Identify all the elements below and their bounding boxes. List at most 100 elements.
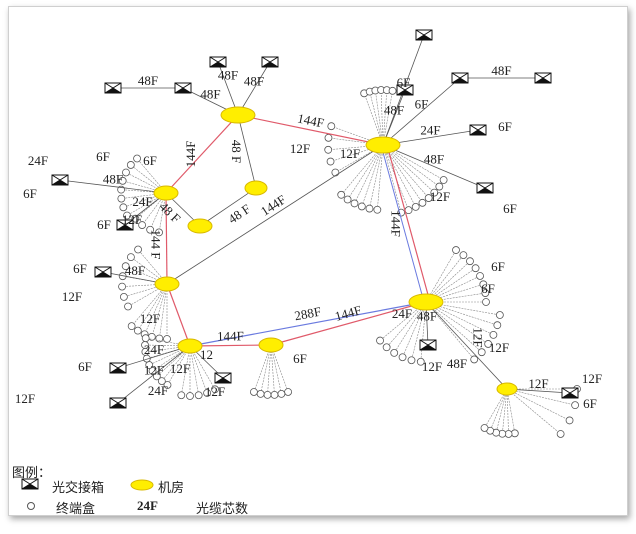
trunk-cable[interactable] xyxy=(380,144,425,303)
cross-box-icon[interactable] xyxy=(419,339,437,351)
cable-count-label: 48F xyxy=(244,73,264,88)
room-node[interactable] xyxy=(154,276,180,292)
room-node[interactable] xyxy=(187,218,213,234)
cross-box-icon[interactable] xyxy=(261,56,279,68)
terminal-box-icon xyxy=(470,355,479,364)
terminal-box-icon xyxy=(459,251,468,259)
terminal-count-label: 6F xyxy=(73,261,87,276)
cable-count-label: 24F xyxy=(144,342,164,357)
drop-cable xyxy=(489,388,508,431)
terminal-box-icon xyxy=(479,280,488,289)
terminal-box-icon xyxy=(424,194,433,202)
trunk-cable[interactable] xyxy=(425,301,508,390)
terminal-box-icon xyxy=(343,195,352,204)
terminal-box-icon xyxy=(390,348,399,357)
terminal-box-icon xyxy=(481,289,490,297)
drop-cable xyxy=(260,344,272,394)
terminal-box-icon xyxy=(435,182,444,191)
room-node[interactable] xyxy=(496,382,518,396)
terminal-box-icon xyxy=(127,322,136,331)
terminal-box-icon xyxy=(484,340,493,348)
branch-cable xyxy=(117,345,191,404)
cross-box-icon[interactable] xyxy=(476,182,494,194)
cross-box-icon[interactable] xyxy=(209,56,227,68)
cross-box-icon[interactable] xyxy=(116,219,134,231)
link-count-label: 144 F xyxy=(149,230,164,260)
room-node[interactable] xyxy=(220,106,256,124)
terminal-box-icon xyxy=(466,257,474,266)
cross-box-icon[interactable] xyxy=(51,174,69,186)
room-node[interactable] xyxy=(365,136,401,154)
terminal-box-icon xyxy=(126,161,135,169)
drop-cable xyxy=(270,344,289,393)
cable-count-label: 12 xyxy=(200,347,213,362)
trunk-cable[interactable] xyxy=(166,144,384,285)
terminal-count-label: 12F xyxy=(205,384,225,399)
cross-box-icon[interactable] xyxy=(534,72,552,84)
cross-box-icon[interactable] xyxy=(561,387,579,399)
room-node[interactable] xyxy=(153,185,179,201)
cross-box-icon[interactable] xyxy=(451,72,469,84)
cross-box-icon[interactable] xyxy=(94,266,112,278)
trunk-cable[interactable] xyxy=(386,144,431,303)
cross-box-icon[interactable] xyxy=(396,84,414,96)
terminal-box-icon xyxy=(482,298,490,306)
trunk-cable[interactable] xyxy=(189,301,427,347)
terminal-box-icon xyxy=(480,424,489,432)
terminal-box-icon xyxy=(138,221,147,229)
drop-cable xyxy=(382,144,423,204)
drop-cable xyxy=(506,388,570,421)
terminal-box-icon xyxy=(131,214,140,223)
legend-room-label: 机房 xyxy=(158,481,185,496)
terminal-box-icon xyxy=(477,348,486,357)
terminal-count-label: 24F xyxy=(28,153,48,168)
trunk-cable[interactable] xyxy=(165,192,168,285)
terminal-count-label: 12F xyxy=(15,391,35,406)
cross-box-icon[interactable] xyxy=(214,372,232,384)
drop-cable xyxy=(270,344,282,394)
terminal-box-icon xyxy=(439,176,448,184)
drop-cable xyxy=(361,144,384,207)
terminal-box-icon xyxy=(211,385,219,394)
terminal-count-label: 12F xyxy=(122,212,142,227)
link-count-label: 12F xyxy=(471,327,486,347)
link-count-label: 144F xyxy=(389,210,404,237)
room-node[interactable] xyxy=(258,337,284,353)
room-node[interactable] xyxy=(408,293,444,311)
cross-box-icon[interactable] xyxy=(104,82,122,94)
terminal-box-icon xyxy=(324,145,333,154)
trunk-cable[interactable] xyxy=(199,187,257,227)
drop-cable xyxy=(425,249,457,303)
trunk-cable[interactable] xyxy=(165,114,239,194)
legend-cross-box-label: 光交接箱 xyxy=(52,481,105,496)
terminal-count-label: 6F xyxy=(97,217,111,232)
terminal-count-label: 12F xyxy=(340,146,360,161)
cross-box-icon[interactable] xyxy=(469,124,487,136)
terminal-box-icon xyxy=(398,353,407,362)
drop-cable xyxy=(369,144,384,209)
trunk-cable[interactable] xyxy=(237,114,257,189)
room-node[interactable] xyxy=(177,338,203,354)
link-count-label: 144F xyxy=(296,110,325,130)
terminal-box-icon xyxy=(124,302,132,311)
legend-title: 图例： xyxy=(12,466,52,481)
drop-cable xyxy=(420,301,427,362)
branch-cable xyxy=(382,89,406,146)
trunk-cable[interactable] xyxy=(237,114,384,146)
terminal-box-icon xyxy=(277,390,286,398)
cross-box-icon[interactable] xyxy=(109,397,127,409)
cable-count-label: 48F xyxy=(491,63,511,78)
cable-count-label: 48F xyxy=(125,263,145,278)
trunk-cable[interactable] xyxy=(189,344,272,347)
trunk-cable[interactable] xyxy=(166,283,191,347)
terminal-box-icon xyxy=(194,391,203,400)
drop-cable xyxy=(382,144,440,187)
cross-box-icon[interactable] xyxy=(174,82,192,94)
cross-box-icon[interactable] xyxy=(109,362,127,374)
terminal-box-icon xyxy=(163,335,171,343)
drop-cable xyxy=(369,91,384,146)
trunk-cable[interactable] xyxy=(270,301,427,346)
cross-box-icon[interactable] xyxy=(415,29,433,41)
room-node[interactable] xyxy=(244,180,268,196)
